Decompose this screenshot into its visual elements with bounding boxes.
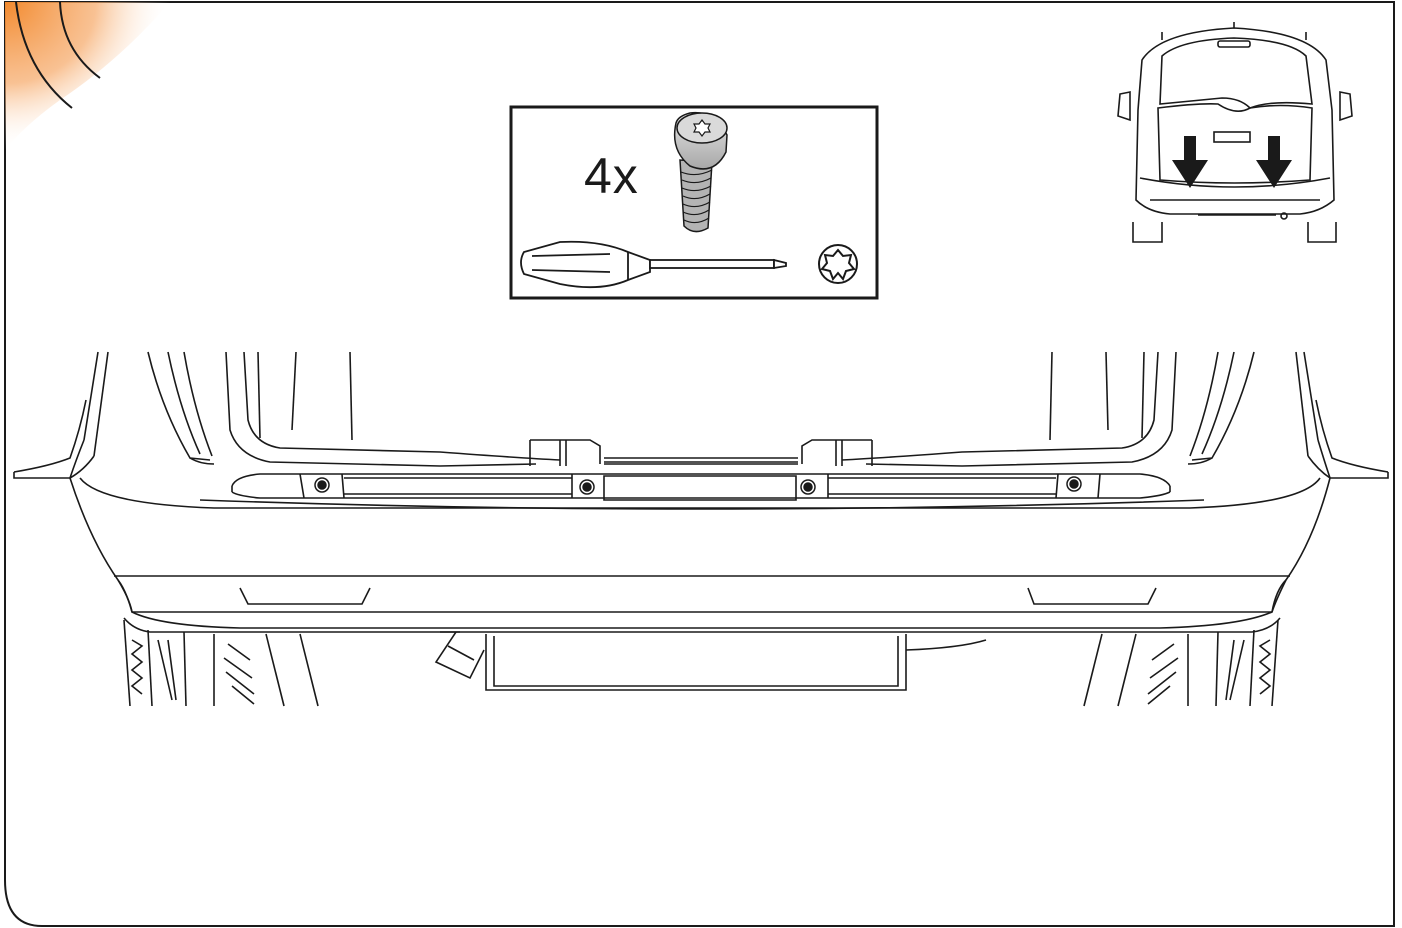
screw-position-1 bbox=[314, 477, 330, 493]
screw-positions bbox=[314, 476, 1082, 495]
vehicle-rear-bumper-illustration bbox=[13, 351, 1389, 707]
screw-position-3 bbox=[800, 479, 816, 495]
torx-star-icon bbox=[818, 244, 858, 284]
quantity-label: 4x bbox=[584, 148, 639, 204]
torx-screw-icon bbox=[673, 111, 728, 233]
corner-tab-accent bbox=[5, 1, 170, 150]
page-frame bbox=[4, 1, 1395, 927]
van-rear-overview-icon bbox=[1117, 22, 1353, 243]
screw-position-4 bbox=[1066, 476, 1082, 492]
torx-screwdriver-icon bbox=[520, 240, 787, 289]
screw-position-2 bbox=[579, 479, 595, 495]
down-arrow-icon bbox=[1172, 136, 1292, 188]
